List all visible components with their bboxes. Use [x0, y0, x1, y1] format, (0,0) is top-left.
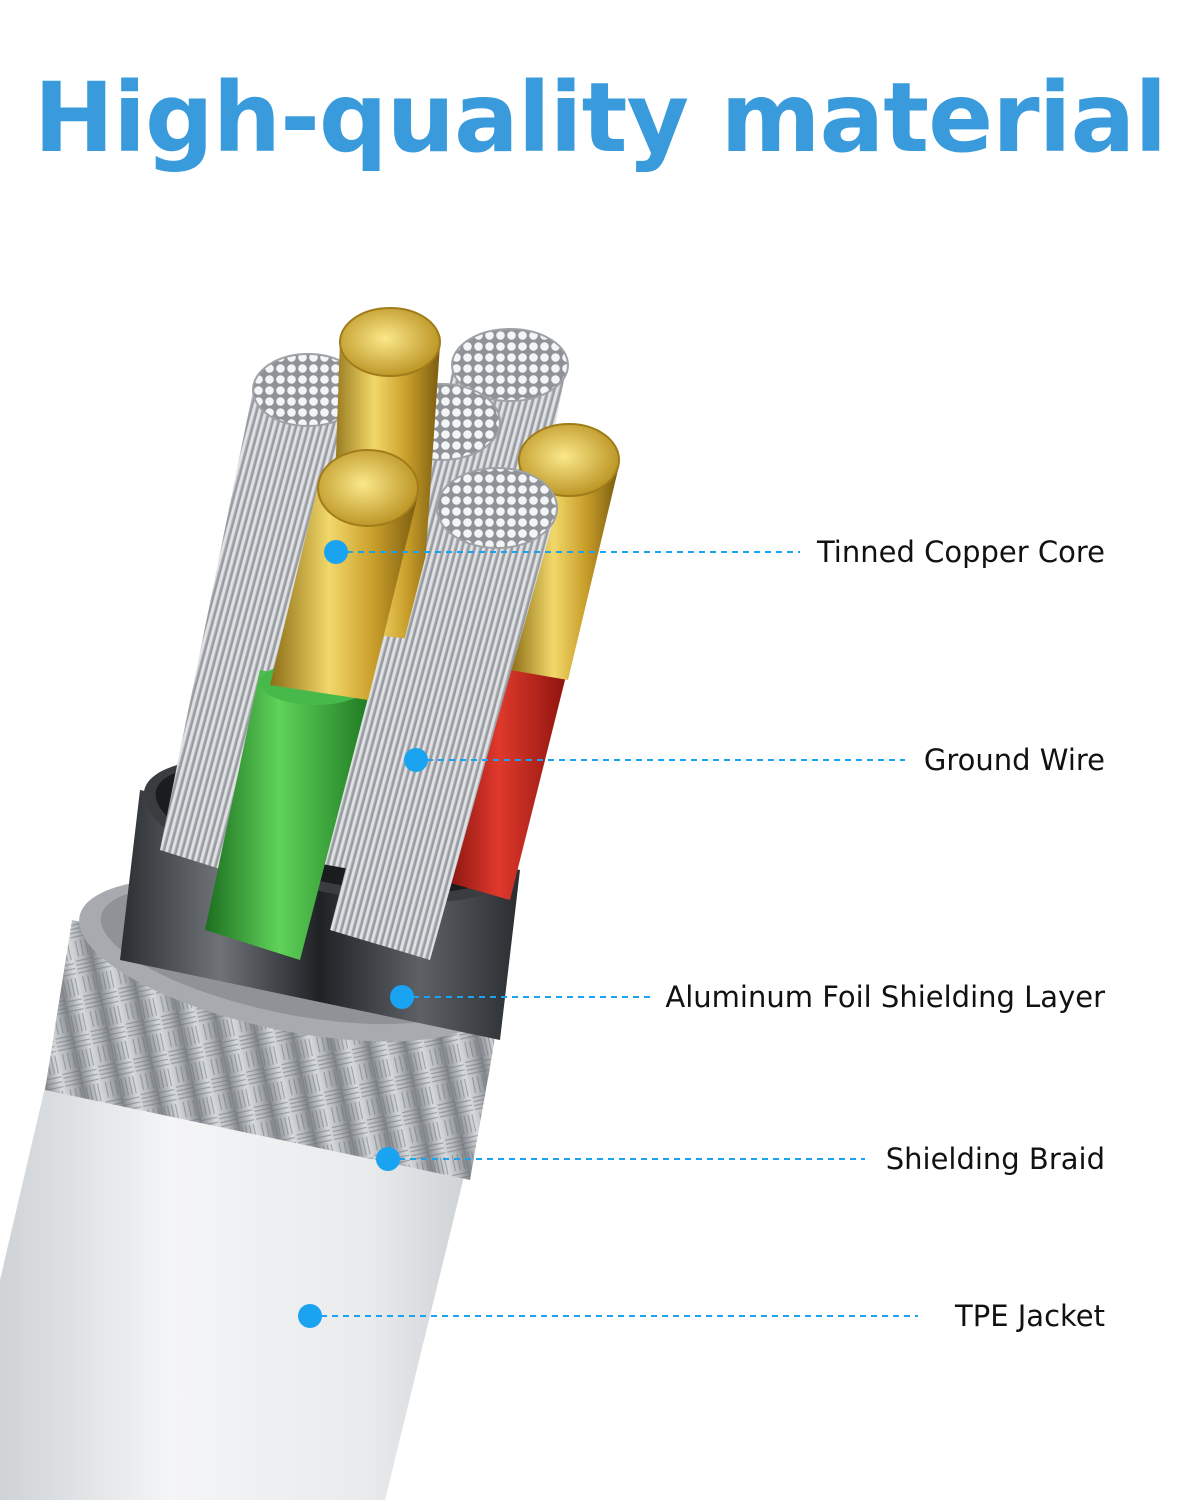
label-ground-wire: Ground Wire — [923, 743, 1105, 777]
label-tinned-copper-core: Tinned Copper Core — [816, 535, 1105, 569]
callout-dot-shielding-braid — [376, 1147, 400, 1171]
callout-dot-aluminum-foil — [390, 985, 414, 1009]
callout-dot-ground-wire — [404, 748, 428, 772]
callout-dot-tinned-copper-core — [324, 540, 348, 564]
ground-wire-strands — [330, 467, 558, 960]
green-insulated-wire — [205, 449, 419, 960]
label-tpe-jacket: TPE Jacket — [955, 1299, 1105, 1333]
label-shielding-braid: Shielding Braid — [885, 1142, 1105, 1176]
label-aluminum-foil-shielding-layer: Aluminum Foil Shielding Layer — [665, 980, 1105, 1014]
page-title: High-quality material — [33, 62, 1167, 174]
callout-dot-tpe-jacket — [298, 1304, 322, 1328]
